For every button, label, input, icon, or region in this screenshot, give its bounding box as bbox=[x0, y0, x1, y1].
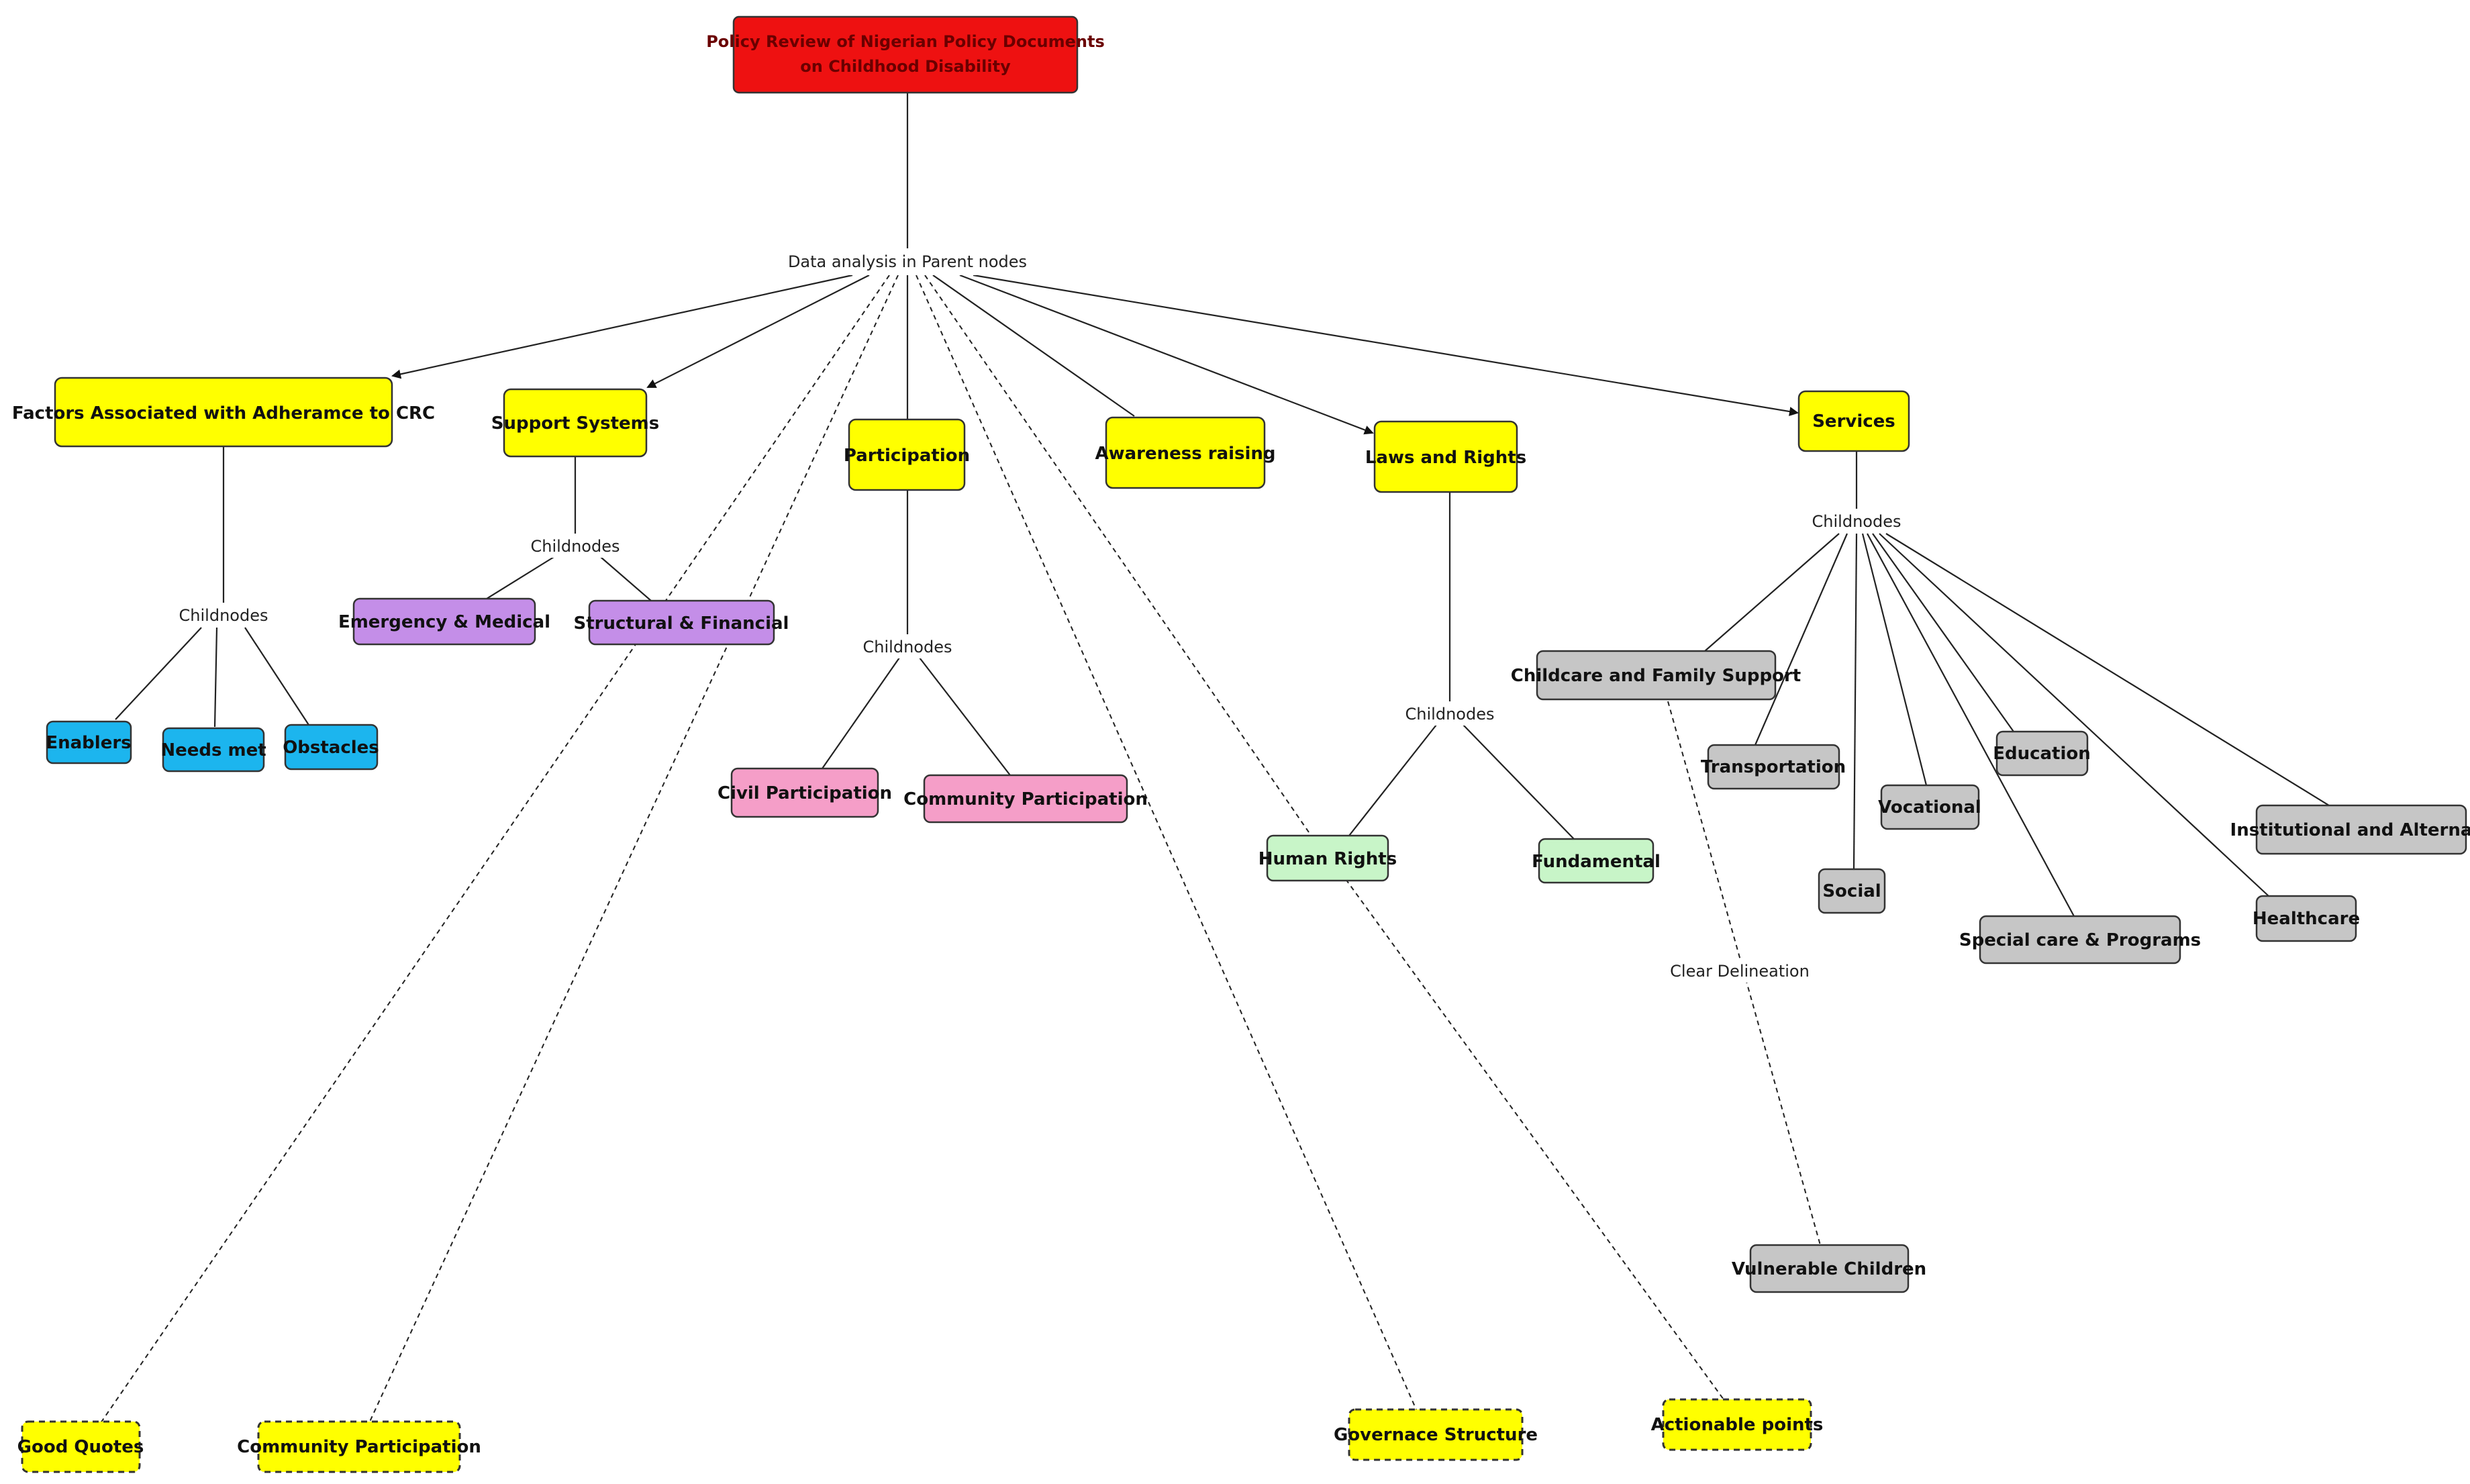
parent-node-support[interactable]: Support Systems bbox=[491, 388, 659, 458]
edge-childnodes-education bbox=[1872, 533, 2014, 732]
svg-text:Actionable points: Actionable points bbox=[1651, 1415, 1824, 1435]
dashed-node-governance[interactable]: Governace Structure bbox=[1334, 1408, 1538, 1461]
svg-text:Community Participation: Community Participation bbox=[237, 1437, 481, 1457]
svg-text:Enablers: Enablers bbox=[46, 733, 131, 753]
child-node-transportation[interactable]: Transportation bbox=[1701, 744, 1846, 790]
svg-text:Vocational: Vocational bbox=[1878, 797, 1981, 818]
child-node-vocational[interactable]: Vocational bbox=[1878, 784, 1981, 830]
child-node-human-rights[interactable]: Human Rights bbox=[1258, 834, 1397, 882]
svg-text:Childcare and Family Support: Childcare and Family Support bbox=[1511, 666, 1801, 686]
edge-childnodes-childcare bbox=[1704, 533, 1840, 652]
connector-childnodes-adherence: Childnodes bbox=[179, 606, 268, 625]
child-node-structural[interactable]: Structural & Financial bbox=[574, 599, 789, 646]
child-node-needs-met[interactable]: Needs met bbox=[160, 727, 266, 773]
parent-node-participation[interactable]: Participation bbox=[844, 418, 970, 491]
edge-childnodes-healthcare bbox=[1879, 533, 2269, 897]
edge-childnodes-enablers bbox=[115, 627, 202, 720]
edge-childnodes-institutional bbox=[1885, 533, 2330, 806]
edge-childnodes-human-rights bbox=[1348, 724, 1437, 836]
edge-childnodes-transportation bbox=[1754, 533, 1848, 746]
connector-childnodes-support: Childnodes bbox=[531, 537, 620, 556]
root-node-box bbox=[732, 15, 1079, 94]
edge-hub-laws bbox=[959, 274, 1374, 435]
root-node[interactable]: Policy Review of Nigerian Policy Documen… bbox=[706, 15, 1105, 94]
svg-text:Civil Participation: Civil Participation bbox=[718, 783, 892, 803]
parent-adherence-label: Factors Associated with Adheramce to CRC bbox=[12, 403, 435, 424]
child-node-special-care[interactable]: Special care & Programs bbox=[1959, 915, 2201, 964]
edge-hub-awareness bbox=[932, 275, 1135, 417]
svg-text:Vulnerable Children: Vulnerable Children bbox=[1732, 1259, 1926, 1279]
root-title-line2: on Childhood Disability bbox=[800, 57, 1011, 76]
root-title-line1: Policy Review of Nigerian Policy Documen… bbox=[706, 32, 1105, 51]
edge-childnodes-community bbox=[919, 657, 1011, 776]
edge-hub-support bbox=[646, 275, 870, 388]
parent-participation-label: Participation bbox=[844, 446, 970, 466]
parent-node-awareness[interactable]: Awareness raising bbox=[1095, 416, 1276, 489]
connector-childnodes-services: Childnodes bbox=[1812, 512, 1901, 531]
connector-childnodes-participation: Childnodes bbox=[863, 638, 952, 656]
child-node-social[interactable]: Social bbox=[1818, 868, 1886, 914]
dashed-node-actionable[interactable]: Actionable points bbox=[1651, 1398, 1824, 1451]
parent-services-label: Services bbox=[1812, 411, 1895, 432]
child-node-vulnerable-children[interactable]: Vulnerable Children bbox=[1732, 1244, 1926, 1293]
edge-childnodes-fundamental bbox=[1463, 724, 1575, 840]
svg-text:Education: Education bbox=[1993, 744, 2091, 764]
edge-human-rights-actionable bbox=[1345, 879, 1724, 1400]
svg-text:Healthcare: Healthcare bbox=[2253, 909, 2360, 929]
edge-childnodes-needs bbox=[213, 627, 218, 728]
svg-text:Transportation: Transportation bbox=[1701, 757, 1846, 777]
parent-node-services[interactable]: Services bbox=[1797, 390, 1910, 452]
edge-childnodes-civil bbox=[822, 657, 900, 769]
connector-childnodes-laws: Childnodes bbox=[1405, 705, 1495, 724]
edge-childnodes-vocational bbox=[1861, 533, 1928, 786]
parent-support-label: Support Systems bbox=[491, 413, 659, 434]
svg-text:Social: Social bbox=[1822, 881, 1881, 901]
dashed-node-community-participation[interactable]: Community Participation bbox=[237, 1420, 481, 1473]
edge-childnodes-social bbox=[1852, 533, 1858, 870]
child-node-obstacles[interactable]: Obstacles bbox=[283, 724, 379, 771]
edges bbox=[100, 93, 2330, 1424]
child-node-childcare[interactable]: Childcare and Family Support bbox=[1511, 650, 1801, 701]
edge-hub-good-quotes bbox=[100, 275, 890, 1424]
child-node-civil-participation[interactable]: Civil Participation bbox=[718, 767, 892, 818]
child-node-enablers[interactable]: Enablers bbox=[46, 720, 132, 764]
svg-text:Special care & Programs: Special care & Programs bbox=[1959, 930, 2201, 950]
child-node-healthcare[interactable]: Healthcare bbox=[2253, 895, 2360, 942]
child-node-fundamental[interactable]: Fundamental bbox=[1532, 838, 1661, 884]
svg-text:Obstacles: Obstacles bbox=[283, 738, 379, 758]
edge-hub-governance bbox=[916, 275, 1417, 1410]
connector-main-label: Data analysis in Parent nodes bbox=[788, 252, 1027, 271]
svg-text:Human Rights: Human Rights bbox=[1258, 849, 1397, 869]
child-node-emergency[interactable]: Emergency & Medical bbox=[338, 597, 550, 646]
svg-text:Governace Structure: Governace Structure bbox=[1334, 1425, 1538, 1445]
edge-childnodes-structural bbox=[600, 556, 652, 601]
parent-node-adherence[interactable]: Factors Associated with Adheramce to CRC bbox=[12, 377, 435, 448]
child-node-education[interactable]: Education bbox=[1993, 730, 2091, 777]
edge-hub-services bbox=[973, 274, 1799, 416]
edge-childnodes-emergency bbox=[486, 556, 554, 599]
svg-text:Needs met: Needs met bbox=[160, 740, 266, 760]
edge-hub-adherence bbox=[391, 274, 853, 379]
svg-text:Good Quotes: Good Quotes bbox=[17, 1437, 144, 1457]
svg-text:Emergency & Medical: Emergency & Medical bbox=[338, 612, 550, 632]
child-node-community-participation[interactable]: Community Participation bbox=[903, 774, 1148, 824]
child-node-institutional[interactable]: Institutional and Alternate bbox=[2230, 804, 2470, 855]
svg-text:Structural & Financial: Structural & Financial bbox=[574, 613, 789, 634]
svg-text:Community Participation: Community Participation bbox=[903, 789, 1148, 809]
edge-hub-community-participation-dashed bbox=[368, 275, 899, 1424]
edge-hub-human-rights-dashed bbox=[924, 275, 1310, 833]
parent-node-laws[interactable]: Laws and Rights bbox=[1365, 420, 1526, 493]
edge-childnodes-special bbox=[1867, 533, 2075, 917]
parent-laws-label: Laws and Rights bbox=[1365, 448, 1526, 468]
edge-childnodes-obstacles bbox=[244, 627, 309, 726]
parent-awareness-label: Awareness raising bbox=[1095, 444, 1275, 464]
svg-text:Institutional and Alternate: Institutional and Alternate bbox=[2230, 820, 2470, 840]
connector-labels: Data analysis in Parent nodes Childnodes… bbox=[179, 248, 1901, 983]
svg-text:Fundamental: Fundamental bbox=[1532, 852, 1661, 872]
connector-clear-delineation: Clear Delineation bbox=[1670, 962, 1810, 981]
dashed-node-good-quotes[interactable]: Good Quotes bbox=[17, 1420, 144, 1473]
